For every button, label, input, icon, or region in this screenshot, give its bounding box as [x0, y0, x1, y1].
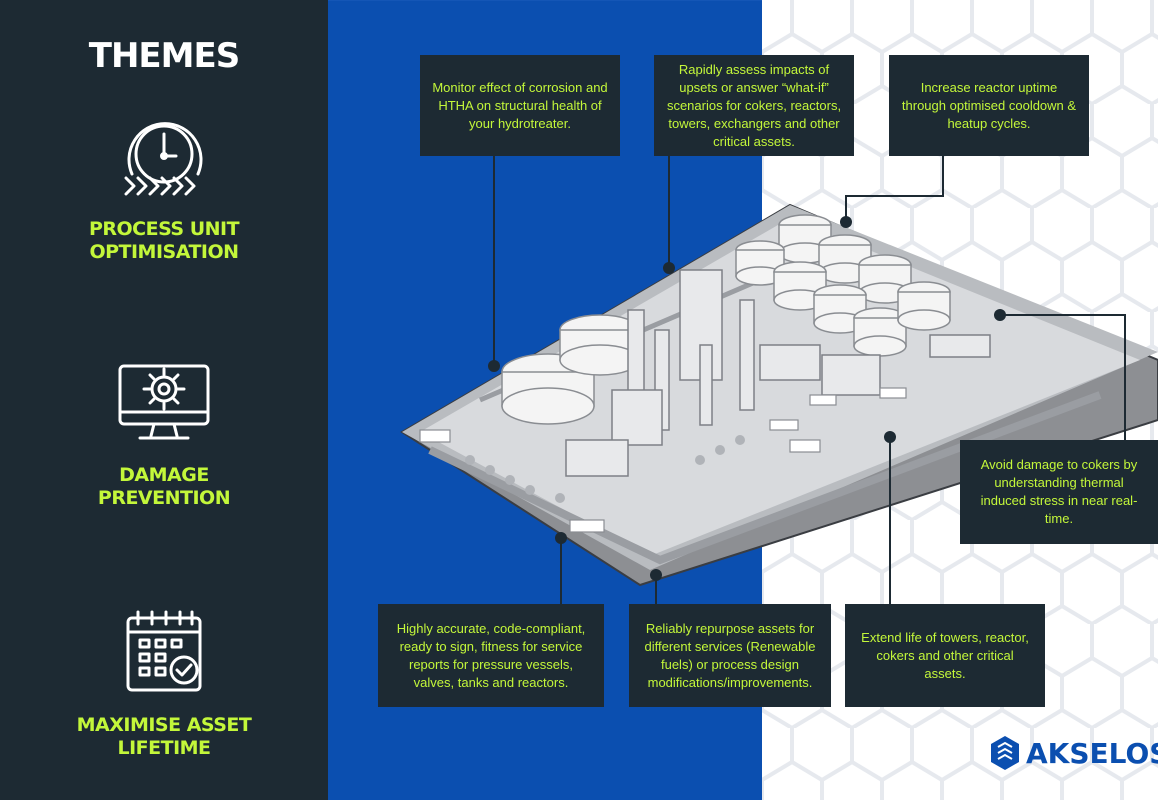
theme-label-damage: DAMAGE PREVENTION	[97, 464, 231, 509]
callout-upsets: Rapidly assess impacts of upsets or answ…	[654, 55, 854, 156]
theme-label-process: PROCESS UNIT OPTIMISATION	[88, 218, 240, 263]
brand-logo: AKSELOS	[990, 735, 1158, 771]
sidebar-title: THEMES	[88, 36, 240, 76]
callout-repurpose: Reliably repurpose assets for different …	[629, 604, 831, 707]
callout-cokers: Avoid damage to cokers by understanding …	[960, 440, 1158, 544]
theme-label-lifetime: MAXIMISE ASSET LIFETIME	[76, 714, 252, 759]
brand-name: AKSELOS	[1026, 736, 1158, 770]
callout-extend: Extend life of towers, reactor, cokers a…	[845, 604, 1045, 707]
calendar-check-icon	[126, 610, 202, 692]
themes-sidebar: THEMES PROCESS UNIT OPTIMISATION DAMAGE	[0, 0, 328, 800]
callout-ffs: Highly accurate, code-compliant, ready t…	[378, 604, 604, 707]
callout-corrosion: Monitor effect of corrosion and HTHA on …	[420, 55, 620, 156]
callout-uptime: Increase reactor uptime through optimise…	[889, 55, 1089, 156]
clock-arrows-icon	[124, 122, 203, 196]
monitor-gear-icon	[118, 364, 210, 440]
akselos-logo-icon	[991, 736, 1019, 770]
